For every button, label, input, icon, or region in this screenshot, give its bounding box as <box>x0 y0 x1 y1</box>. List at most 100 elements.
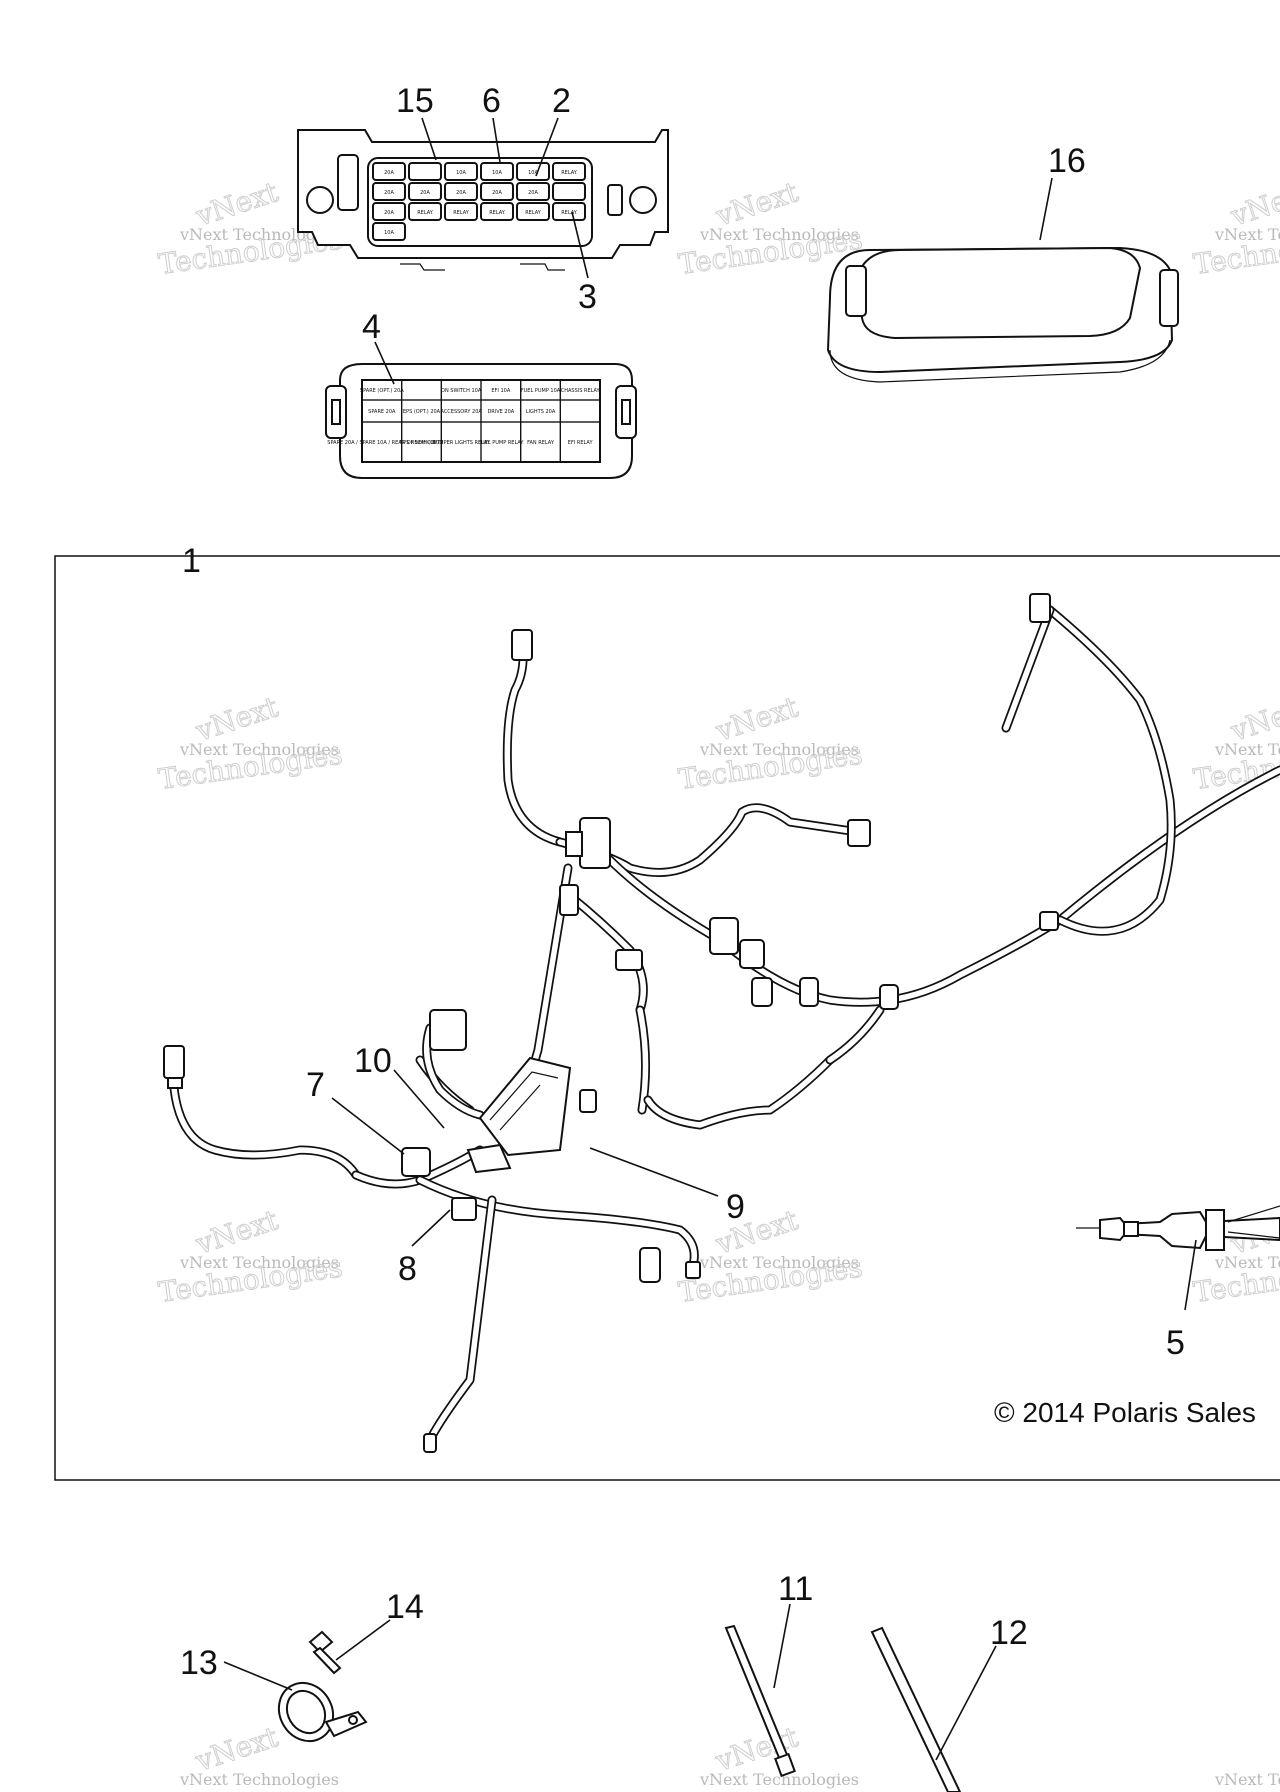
callout-16: 16 <box>1048 142 1086 180</box>
callout-5: 5 <box>1166 1324 1185 1362</box>
fuse-slot-label: 20A <box>384 170 394 176</box>
harness-wire-core <box>423 1025 483 1118</box>
fuse-slot-label: RELAY <box>561 210 578 216</box>
fuse-slot <box>480 182 514 201</box>
fuse-slot <box>372 162 406 181</box>
cover-16-part <box>826 246 1179 383</box>
fuse-label-text: LIGHTS 20A <box>526 409 556 415</box>
fuse-label-text: FAN RELAY <box>527 440 555 446</box>
connector-top-right <box>1029 593 1051 623</box>
wire-harness-part <box>163 593 1280 1453</box>
watermark: vNext vNext Technologies Technologies <box>676 690 865 797</box>
harness-wire <box>603 765 1280 1007</box>
harness-wire-core <box>637 1007 649 1113</box>
callout-13: 13 <box>180 1644 218 1682</box>
fuse-slot-label: 20A <box>384 190 394 196</box>
watermark: vNext Technologies <box>1214 1770 1280 1789</box>
watermark: vNext vNext Technologies Technologies <box>1191 175 1280 282</box>
callout-12: 12 <box>990 1614 1028 1652</box>
fuse-slot <box>552 202 586 221</box>
harness-wire-core <box>605 767 1280 1005</box>
callout-9: 9 <box>726 1188 745 1226</box>
fuse-slot <box>516 162 550 181</box>
fuse-slot <box>408 202 442 221</box>
watermark-text: vNext Technologies <box>1214 740 1280 759</box>
connector-bottom <box>423 1433 437 1453</box>
harness-wire-core <box>1047 607 1174 934</box>
callout-15: 15 <box>396 82 434 120</box>
harness-wire-core <box>427 1197 495 1443</box>
fuse-label-text: EFI RELAY <box>568 440 594 446</box>
callout-3: 3 <box>578 278 597 316</box>
fuse-slot <box>552 182 586 201</box>
jumper-harness-part <box>1076 1205 1280 1251</box>
fuse-slot <box>552 162 586 181</box>
fuse-slot-label: 10A <box>492 170 502 176</box>
connector-lower-right <box>639 1247 701 1283</box>
connector-right-mid <box>579 1089 597 1113</box>
fuse-slot-label: 10A <box>528 170 538 176</box>
fuse-label-text: EFI 10A <box>491 388 510 394</box>
fuse-slot <box>516 182 550 201</box>
harness-wire <box>169 1083 361 1180</box>
harness-wire-core <box>171 1085 359 1178</box>
watermark: vNext vNext Technologies Technologies <box>156 690 345 797</box>
callout-2: 2 <box>552 82 571 120</box>
fuse-label-text: FUEL PUMP 10A <box>521 388 561 394</box>
connector-left <box>163 1045 185 1089</box>
watermark-text: vNext Technologies <box>699 1253 859 1272</box>
fuse-label-text: ON SWITCH 10A <box>441 388 482 394</box>
fuse-slot-label: 20A <box>384 210 394 216</box>
clamp-part <box>277 1681 368 1743</box>
fuse-label-text: BUMPER LIGHTS RELAY <box>432 440 491 446</box>
callout-6: 6 <box>482 82 501 120</box>
fuse-label-text: SPARE 20A / SPARE 10A / REAR OF VEHICLE <box>327 440 436 446</box>
fuse-label-text: EPS RELAY (OPT.) <box>400 440 443 446</box>
fuse-label-cell <box>559 421 601 463</box>
callout-7: 7 <box>306 1066 325 1104</box>
connector-block-upper <box>565 817 611 869</box>
watermark-text: vNext Technologies <box>1214 1770 1280 1789</box>
fuse-slot <box>372 182 406 201</box>
fuse-slot <box>480 162 514 181</box>
fuse-slot <box>408 182 442 201</box>
fuse-box-cover-part: SPARE (OPT.) 20A ON SWITCH 10A EFI 10A FUEL… <box>325 363 637 479</box>
fuse-label-text: EPS (OPT.) 20A <box>403 409 441 415</box>
connector-right-far <box>1039 911 1059 931</box>
harness-wires <box>169 605 1280 1445</box>
harness-panel-frame <box>54 555 1280 1481</box>
callout-1: 1 <box>182 542 201 580</box>
connector-cluster <box>709 917 899 1010</box>
fuse-slot-label: RELAY <box>417 210 434 216</box>
connector-left-mid <box>559 884 579 916</box>
watermark-text: vNext Technologies <box>699 1770 859 1789</box>
fuse-slot <box>372 222 406 241</box>
fuse-slot-label: 20A <box>528 190 538 196</box>
callout-14: 14 <box>386 1588 424 1626</box>
fuse-slot <box>480 202 514 221</box>
connector-lower-mid <box>451 1197 477 1221</box>
fuse-slot-label: RELAY <box>453 210 470 216</box>
fuse-label-text: CHASSIS RELAY <box>561 388 601 394</box>
fuse-label-text: FUEL PUMP RELAY <box>478 440 524 446</box>
fuse-slot-label: 10A <box>384 230 394 236</box>
fuse-label-text: SPARE (OPT.) 20A <box>360 388 404 394</box>
watermark-text: vNext Technologies <box>1214 225 1280 244</box>
fuse-slot <box>444 162 478 181</box>
watermark-text: vNext Technologies <box>1214 1253 1280 1272</box>
fuse-label-text: ACCESSORY 20A <box>440 409 482 415</box>
callout-8: 8 <box>398 1250 417 1288</box>
fuse-slot-label: RELAY <box>489 210 506 216</box>
watermark: vNext vNext Technologies Technologies <box>156 1203 345 1310</box>
harness-wire-core <box>645 1057 833 1128</box>
connector-center-upper <box>429 1009 467 1051</box>
fuse-slot-label: RELAY <box>561 170 578 176</box>
harness-wire <box>425 1195 497 1445</box>
fuse-slot-label: 10A <box>456 170 466 176</box>
watermarks: vNext vNext Technologies Technologies vN… <box>156 175 1280 1789</box>
callout-labels: 15 6 2 3 4 16 1 10 7 9 8 5 14 13 11 12 <box>180 82 1185 1682</box>
watermark-text: vNext Technologies <box>179 1253 339 1272</box>
